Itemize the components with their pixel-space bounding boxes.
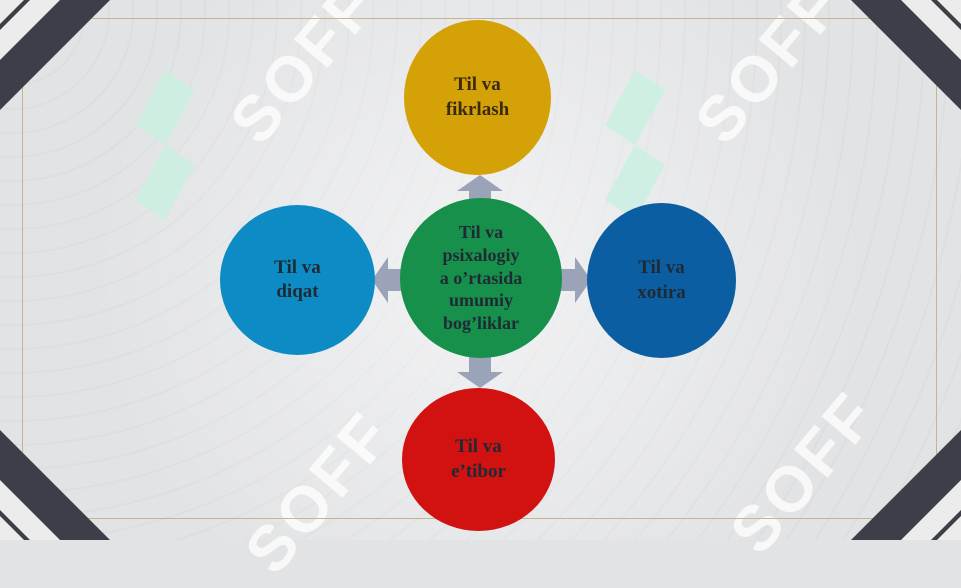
arrow-up-icon xyxy=(457,175,503,211)
node-til-va-xotira: Til va xotira xyxy=(587,203,736,358)
arrow-left-icon xyxy=(372,257,408,303)
node-label: Til va e’tibor xyxy=(451,436,506,482)
node-label: Til va diqat xyxy=(274,256,321,302)
arrow-right-icon xyxy=(555,257,591,303)
corner-ornament-icon xyxy=(851,0,961,110)
arrow-down-icon xyxy=(457,352,503,388)
corner-ornament-icon xyxy=(0,0,110,110)
node-til-va-fikrlash: Til va fikrlash xyxy=(404,20,551,175)
node-label: Til va xotira xyxy=(637,257,686,303)
corner-ornament-icon xyxy=(0,430,110,540)
center-node-label: Til va psixalogiy a o’rtasida umumiy bog… xyxy=(439,221,523,334)
relationship-diagram: Til va fikrlash Til va diqat Til va xoti… xyxy=(220,20,736,531)
center-node: Til va psixalogiy a o’rtasida umumiy bog… xyxy=(400,198,562,358)
node-til-va-etibor: Til va e’tibor xyxy=(402,388,555,531)
node-til-va-diqat: Til va diqat xyxy=(220,205,375,355)
node-label: Til va fikrlash xyxy=(445,74,510,120)
corner-ornament-icon xyxy=(851,430,961,540)
